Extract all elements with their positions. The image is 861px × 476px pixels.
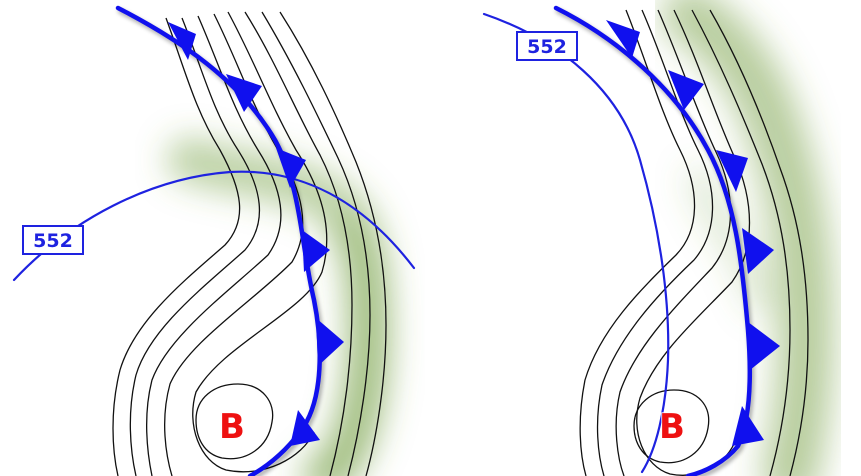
thickness-line-right [482,12,670,474]
thickness-value-left: 552 [33,230,73,252]
front-triangle-left-5 [316,318,344,366]
isobars-right [579,9,809,476]
thickness-label-left: 552 [22,225,84,255]
front-triangle-left-2 [226,74,262,112]
front-triangle-right-6 [732,406,764,446]
front-triangle-right-4 [742,228,774,274]
front-triangle-right-3 [716,150,748,192]
panel-right: 552 B [482,0,835,476]
low-pressure-center-left: B [219,407,245,447]
thickness-label-right: 552 [516,31,578,61]
panel-left: 552 B [12,5,416,476]
low-pressure-center-right: B [659,407,685,447]
cold-front-right [553,5,780,476]
moisture-shading-right [662,0,835,476]
cold-front-left [115,5,344,476]
front-triangle-left-4 [302,230,330,272]
front-triangle-right-5 [748,322,780,370]
thickness-value-right: 552 [527,36,567,58]
isobars-left [112,11,387,476]
moisture-shading-left [167,137,394,476]
front-triangle-left-1 [168,22,196,60]
front-triangle-right-2 [668,70,704,110]
front-triangle-right-1 [606,20,640,58]
front-triangle-left-6 [290,410,320,446]
front-triangle-left-3 [276,148,306,188]
